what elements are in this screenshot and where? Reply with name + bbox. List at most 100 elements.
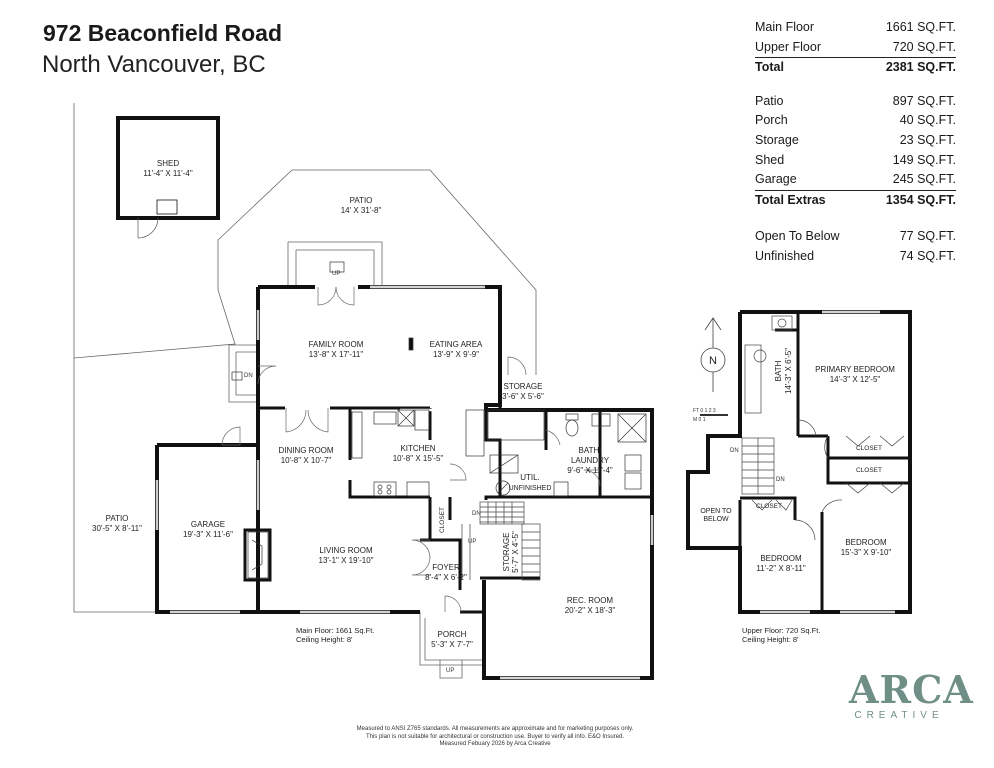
room-dim: 11'-4" X 11'-4": [143, 169, 193, 178]
main-exterior-walls: [155, 285, 654, 680]
room-name: PATIO: [350, 196, 373, 205]
upper-fixtures: [741, 315, 905, 541]
room-name: PORCH: [438, 630, 467, 639]
patio-outlines: [73, 103, 537, 679]
shed: [116, 116, 220, 239]
room-name: FOYER: [432, 563, 460, 572]
dn-marker: DN: [244, 373, 253, 379]
room-name: PATIO: [106, 514, 129, 523]
room-name: BEDROOM: [760, 554, 802, 563]
area-value: 897 SQ.FT.: [892, 93, 956, 108]
room-dim: 10'-8" X 15'-5": [393, 454, 444, 463]
upper-window-lines: [760, 311, 895, 613]
area-value: 40 SQ.FT.: [899, 113, 956, 128]
area-row-upper-floor: Upper Floor 720 SQ.FT.: [755, 38, 956, 58]
upper-floor-plan: N FT 0 1 2 3 M 0 1 BATH 14'-3" X 6'-5" P…: [686, 310, 912, 614]
disclaimer-line-1: Measured to ANSI Z765 standards. All mea…: [356, 726, 634, 732]
up-marker: UP: [332, 271, 340, 277]
area-row-open-to-below: Open To Below 77 SQ.FT.: [755, 227, 956, 247]
area-value: 149 SQ.FT.: [892, 152, 956, 167]
dn-marker: DN: [472, 511, 481, 517]
main-room-labels: SHED 11'-4" X 11'-4" PATIO 14' X 31'-8" …: [92, 159, 615, 674]
logo-wordmark: ARCA: [849, 667, 974, 712]
room-name: LIVING ROOM: [319, 546, 373, 555]
scale-ft: FT 0 1 2 3: [693, 408, 716, 414]
room-name: CLOSET: [439, 507, 446, 533]
room-dim: 13'-9" X 9'-9": [433, 350, 479, 359]
room-name: OPEN TO: [700, 508, 732, 515]
area-value: 1354 SQ.FT.: [885, 192, 956, 207]
main-interior-walls: [243, 405, 652, 614]
area-label: Open To Below: [755, 229, 840, 244]
property-address: 972 Beaconfield Road: [43, 20, 283, 46]
up-marker: UP: [446, 668, 454, 674]
disclaimer-line-2: This plan is not suitable for architectu…: [365, 733, 625, 740]
room-dim: 14' X 31'-8": [341, 206, 382, 215]
main-door-swings: [221, 286, 601, 613]
room-name: KITCHEN: [400, 444, 435, 453]
area-row-unfinished: Unfinished 74 SQ.FT.: [755, 247, 956, 267]
area-label: Storage: [755, 132, 799, 147]
up-marker: UP: [468, 539, 476, 545]
upper-exterior-walls: [686, 310, 912, 614]
room-dim: 5'-3" X 7'-7": [431, 640, 473, 649]
room-dim: 8'-4" X 6'-2": [425, 573, 467, 582]
room-name: CLOSET: [856, 445, 882, 452]
room-name: FAMILY ROOM: [309, 340, 364, 349]
disclaimer: Measured to ANSI Z765 standards. All mea…: [330, 726, 660, 749]
room-name-2: BELOW: [703, 516, 729, 523]
room-dim: 14'-3" X 12'-5": [830, 375, 881, 384]
area-label: Upper Floor: [755, 39, 821, 54]
room-name: BATH: [774, 360, 783, 381]
main-stairs: [461, 501, 541, 581]
area-label: Unfinished: [755, 248, 815, 263]
room-dim: 3'-6" X 5'-6": [502, 392, 544, 401]
room-dim: UNFINISHED: [509, 485, 552, 492]
area-label: Garage: [755, 172, 797, 187]
room-dim: 19'-3" X 11'-6": [183, 530, 233, 539]
room-dim: 13'-8" X 17'-11": [309, 350, 364, 359]
room-name: CLOSET: [856, 467, 882, 474]
logo-tagline: CREATIVE: [854, 710, 944, 721]
room-name: BEDROOM: [845, 538, 887, 547]
area-row-garage: Garage 245 SQ.FT.: [755, 170, 956, 190]
room-name: EATING AREA: [430, 340, 483, 349]
room-dim: 11'-2" X 8'-11": [756, 564, 806, 573]
area-value: 720 SQ.FT.: [892, 39, 956, 54]
area-row-storage: Storage 23 SQ.FT.: [755, 131, 956, 151]
main-window-lines: [156, 286, 653, 679]
area-value: 74 SQ.FT.: [899, 248, 956, 263]
room-dim: 15'-3" X 9'-10": [841, 548, 892, 557]
area-value: 245 SQ.FT.: [892, 172, 956, 187]
arca-creative-logo: ARCA CREATIVE: [849, 667, 974, 722]
disclaimer-line-3: Measured Febuary 2026 by Arca Creative: [439, 741, 551, 747]
room-name: PRIMARY BEDROOM: [815, 365, 895, 374]
room-name: REC. ROOM: [567, 596, 614, 605]
area-value: 77 SQ.FT.: [899, 229, 956, 244]
area-value: 23 SQ.FT.: [899, 132, 956, 147]
main-floor-plan: SHED 11'-4" X 11'-4" PATIO 14' X 31'-8" …: [73, 103, 654, 680]
main-floor-area: Main Floor: 1661 Sq.Ft.: [296, 626, 375, 635]
room-dim: 30'-5" X 8'-11": [92, 524, 142, 533]
room-dim: 10'-8" X 10'-7": [281, 456, 332, 465]
room-name-2: LAUNDRY: [571, 456, 610, 465]
upper-ceiling-height: Ceiling Height: 8': [742, 635, 799, 644]
area-label: Total: [755, 60, 784, 75]
north-label: N: [709, 355, 717, 367]
area-label: Main Floor: [755, 20, 815, 34]
room-name: CLOSET: [756, 503, 782, 510]
room-name: STORAGE: [502, 533, 511, 572]
upper-floor-caption: Upper Floor: 720 Sq.Ft. Ceiling Height: …: [742, 626, 820, 644]
room-dim: 20'-2" X 18'-3": [565, 606, 616, 615]
room-name: GARAGE: [191, 520, 225, 529]
scale-bar: FT 0 1 2 3 M 0 1: [693, 408, 728, 423]
room-name: BATH/: [579, 446, 603, 455]
